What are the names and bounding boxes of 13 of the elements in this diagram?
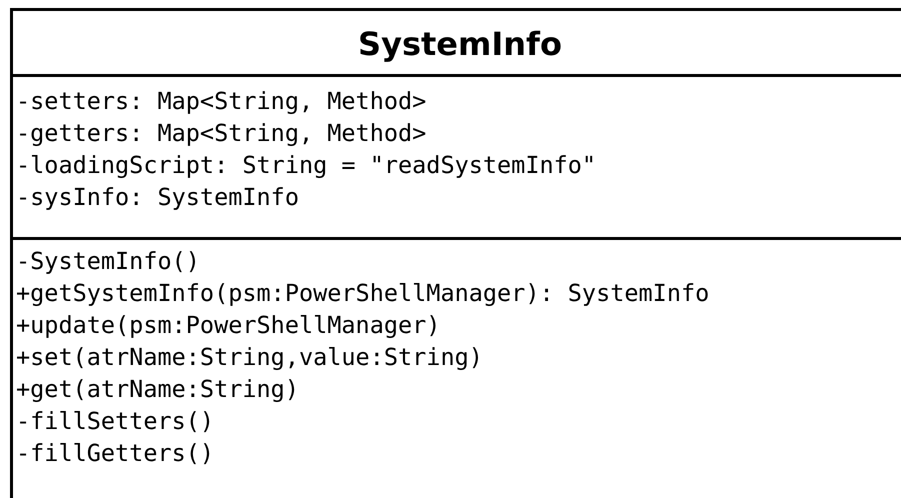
method-text: -fillGetters() bbox=[16, 439, 214, 467]
attribute-text: -setters: Map<String, Method> bbox=[16, 87, 426, 115]
method-text: +update(psm:PowerShellManager) bbox=[16, 311, 440, 339]
attribute-text: -loadingScript: String = "readSystemInfo" bbox=[16, 151, 596, 179]
class-box bbox=[10, 8, 901, 498]
method-text: +get(atrName:String) bbox=[16, 375, 299, 403]
attribute-text: -sysInfo: SystemInfo bbox=[16, 183, 299, 211]
method-text: -SystemInfo() bbox=[16, 247, 200, 275]
class-name: SystemInfo bbox=[358, 25, 562, 63]
method-text: +set(atrName:String,value:String) bbox=[16, 343, 483, 371]
attribute-text: -getters: Map<String, Method> bbox=[16, 119, 426, 147]
method-text: +getSystemInfo(psm:PowerShellManager): SystemInfo bbox=[16, 279, 710, 307]
method-text: -fillSetters() bbox=[16, 407, 214, 435]
